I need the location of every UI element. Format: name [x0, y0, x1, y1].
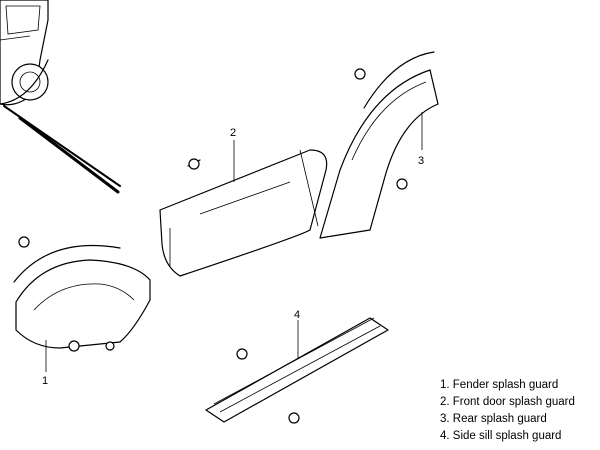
legend-item-3: 3. Rear splash guard: [440, 413, 547, 425]
front-door-splash-guard: [159, 149, 328, 277]
callout-3: 3: [418, 155, 424, 167]
legend-item-4: 4. Side sill splash guard: [440, 430, 562, 442]
leader-lines: [45, 112, 423, 372]
callout-4: 4: [294, 309, 300, 321]
vehicle-outline: [0, 0, 121, 194]
parts-legend: 1. Fender splash guard 2. Front door spl…: [440, 377, 575, 445]
legend-item-1: 1. Fender splash guard: [440, 379, 559, 391]
side-sill-splash-guard: [205, 317, 389, 424]
rear-splash-guard: [319, 51, 439, 239]
legend-item-2: 2. Front door splash guard: [440, 396, 575, 408]
callout-2: 2: [230, 127, 236, 139]
callout-1: 1: [42, 375, 48, 387]
fender-splash-guard: [13, 236, 151, 352]
